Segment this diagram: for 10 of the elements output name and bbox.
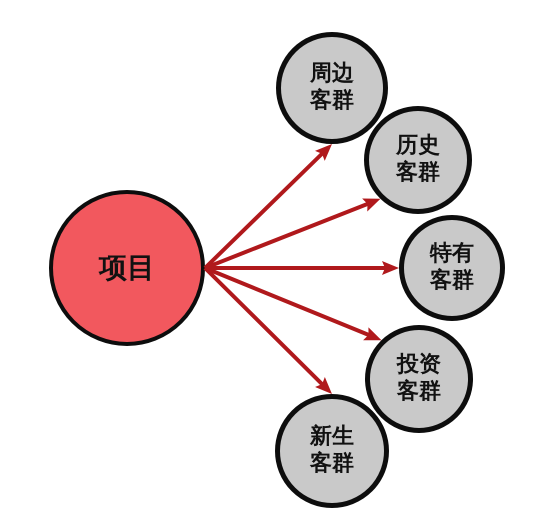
node-label: 新生客群 [308,424,355,478]
node-label: 特有客群 [428,241,475,295]
arrow [204,266,334,396]
arrow [204,266,382,342]
node-label: 投资客群 [396,352,442,406]
node-label: 项目 [99,250,155,286]
arrow [204,196,382,270]
arrow [204,142,334,270]
node-label: 历史客群 [394,133,441,187]
node-label: 周边客群 [308,61,355,115]
